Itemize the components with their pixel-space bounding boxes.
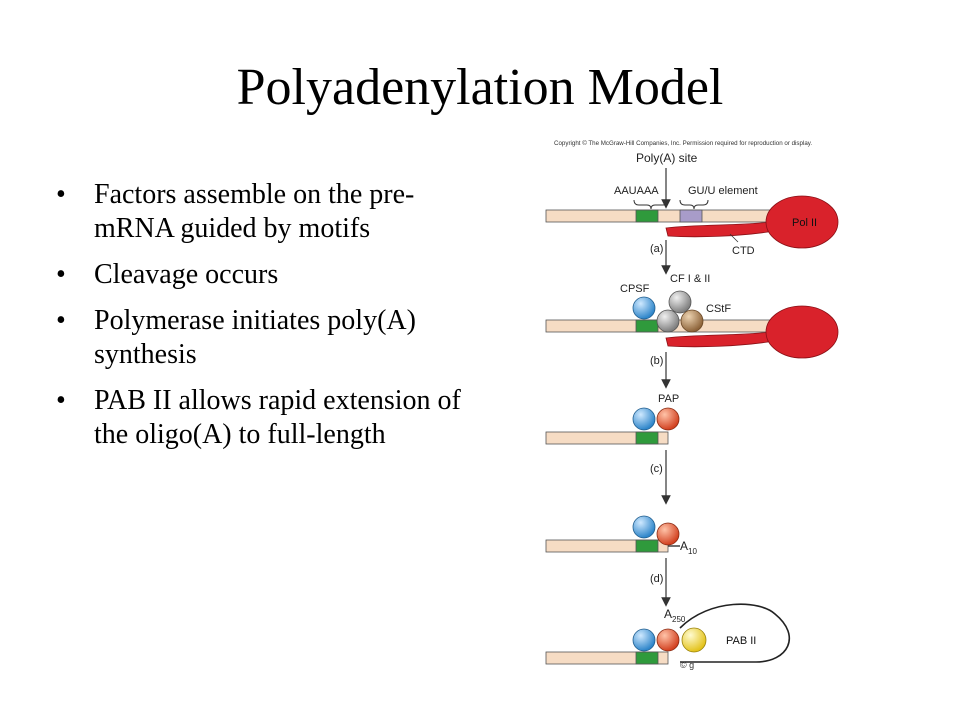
- cf-factor: [656, 309, 680, 333]
- pol-ii-ctd: [665, 331, 771, 348]
- cstf-factor: [680, 309, 704, 333]
- aauaaa-motif: [635, 209, 659, 223]
- pap-factor: [656, 522, 680, 546]
- stage-2-factors: CPSF CF I & II CStF: [545, 273, 839, 359]
- polyadenylation-figure: Copyright © The McGraw-Hill Companies, I…: [545, 140, 839, 670]
- aauaaa-brace: [633, 199, 669, 210]
- step-a-label: (a): [650, 243, 663, 255]
- a10-subscript: 10: [688, 547, 697, 556]
- pap-factor: [656, 407, 680, 431]
- poly-a-loop: [679, 603, 790, 663]
- bullet-text: Cleavage occurs: [94, 259, 279, 290]
- cpsf-factor: [632, 515, 656, 539]
- step-c-label: (c): [650, 463, 663, 475]
- bullet-item: • Cleavage occurs: [56, 258, 466, 292]
- pol-ii-label: Pol II: [792, 217, 817, 229]
- stage-3-cleaved: PAP: [545, 393, 680, 445]
- gu-element-brace: [679, 199, 709, 210]
- bullet-text: PAB II allows rapid extension of the oli…: [94, 385, 461, 450]
- slide-title: Polyadenylation Model: [236, 59, 724, 116]
- cf-factor: [668, 290, 692, 314]
- pap-label: PAP: [658, 393, 679, 405]
- ctd-pointer: [729, 233, 739, 243]
- cstf-label: CStF: [706, 303, 731, 315]
- polya-site-label: Poly(A) site: [636, 151, 698, 165]
- stage-1-premrna: Pol II CTD: [545, 195, 839, 257]
- bullet-item: • Factors assemble on the pre-mRNA guided…: [56, 178, 466, 246]
- cpsf-label: CPSF: [620, 283, 650, 295]
- a10-letter: A: [680, 539, 688, 553]
- pab-ii-factor: [681, 627, 707, 653]
- cf-label: CF I & II: [670, 273, 710, 285]
- bullet-glyph: •: [56, 259, 66, 290]
- gu-element-motif: [679, 209, 703, 223]
- aauaaa-motif: [635, 539, 659, 553]
- pab-ii-label: PAB II: [726, 635, 756, 647]
- gu-element-label: GU/U element: [688, 185, 758, 197]
- aauaaa-motif: [635, 319, 659, 333]
- copyright-text: Copyright © The McGraw-Hill Companies, I…: [554, 140, 812, 147]
- step-d-label: (d): [650, 573, 663, 585]
- a10-label: A10: [680, 539, 697, 556]
- a250-label: A250: [664, 607, 686, 624]
- cpsf-factor: [632, 296, 656, 320]
- step-b-label: (b): [650, 355, 663, 367]
- aauaaa-motif: [635, 431, 659, 445]
- stage-4-oligo-a: A10: [545, 515, 697, 556]
- bullet-item: • Polymerase initiates poly(A) synthesis: [56, 304, 466, 372]
- a250-letter: A: [664, 607, 672, 621]
- bullet-glyph: •: [56, 305, 66, 336]
- pol-ii-enzyme: [765, 195, 839, 249]
- ctd-label: CTD: [732, 245, 755, 257]
- pol-ii-enzyme: [765, 305, 839, 359]
- cpsf-factor: [632, 628, 656, 652]
- bullet-text: Factors assemble on the pre-mRNA guided …: [94, 179, 415, 244]
- pap-factor: [656, 628, 680, 652]
- bullet-item: • PAB II allows rapid extension of the ol…: [56, 384, 466, 452]
- bullet-glyph: •: [56, 179, 66, 210]
- aauaaa-motif: [635, 651, 659, 665]
- pol-ii-ctd: [665, 221, 771, 238]
- credit-mark: © g: [680, 660, 694, 670]
- a250-subscript: 250: [672, 615, 686, 624]
- aauaaa-label: AAUAAA: [614, 185, 659, 197]
- bullet-glyph: •: [56, 385, 66, 416]
- bullet-list: • Factors assemble on the pre-mRNA guided…: [56, 178, 466, 464]
- bullet-text: Polymerase initiates poly(A) synthesis: [94, 305, 416, 370]
- cpsf-factor: [632, 407, 656, 431]
- stage-5-full-length: A250 PAB II © g: [545, 603, 790, 670]
